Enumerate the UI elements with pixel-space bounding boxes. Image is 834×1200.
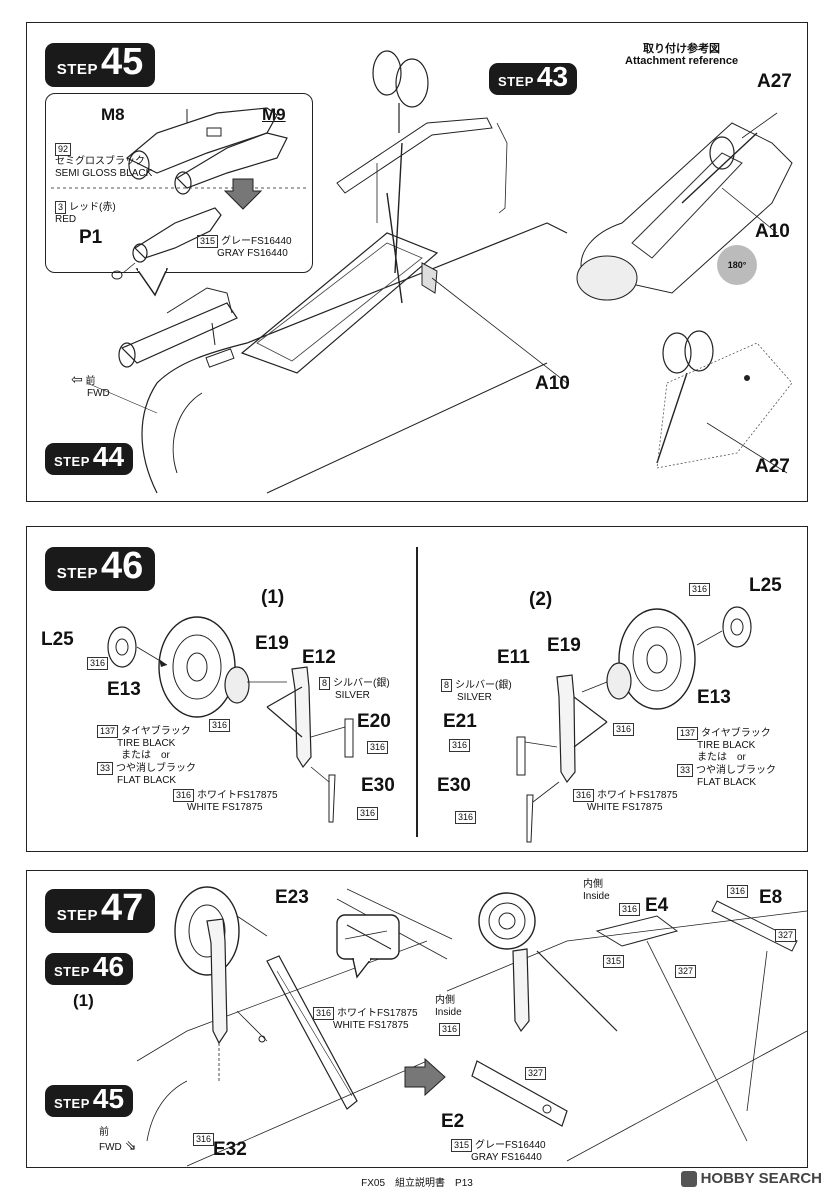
fwd-arrow-icon: ⇦ <box>71 371 83 387</box>
watermark-logo: HOBBY SEARCH <box>680 1170 822 1187</box>
part-label-m8: M8 <box>101 105 125 124</box>
part-label-l25-left: L25 <box>41 629 74 650</box>
attachment-reference-title: 取り付け参考図 Attachment reference <box>625 43 739 67</box>
forward-indicator: ⇦ 前 FWD <box>71 371 110 399</box>
next-state-arrow-icon <box>405 1059 445 1095</box>
part-label-m9: M9 <box>262 105 286 124</box>
part-label-e4: E4 <box>645 895 669 916</box>
paint-code-327-e4: 327 <box>675 965 697 978</box>
part-label-p1: P1 <box>79 227 103 248</box>
hobby-search-logo-icon <box>680 1170 697 1187</box>
part-label-e21: E21 <box>443 711 477 732</box>
paint-code-316-e19: 316 <box>209 719 231 732</box>
reference-view-top-drawing <box>572 93 802 313</box>
paint-note-92: 92 セミグロスブラック SEMI GLOSS BLACK <box>55 143 153 179</box>
inset-callout-tail <box>127 269 187 299</box>
part-label-e2: E2 <box>441 1111 465 1132</box>
paint-code-316-e2: 316 <box>439 1023 461 1036</box>
part-label-e13-right: E13 <box>697 687 731 708</box>
ref-label-a27-top: A27 <box>757 71 792 92</box>
dashed-divider <box>51 186 307 190</box>
part-label-l25-right: L25 <box>749 575 782 596</box>
fuselage-rear-drawing <box>27 23 587 503</box>
part-label-e19-right: E19 <box>547 635 581 656</box>
sub-label-2: (2) <box>529 589 553 610</box>
sub-label-1: (1) <box>261 587 285 608</box>
part-label-e30-right: E30 <box>437 775 471 796</box>
ref-label-a10: A10 <box>755 221 790 242</box>
main-wheel-assembly-left-drawing <box>97 607 397 847</box>
inside-label-e4: 内側 Inside <box>583 879 610 902</box>
fwd-arrow-icon: ⇘ <box>124 1137 137 1153</box>
main-wheel-assembly-right-drawing <box>457 597 777 847</box>
paint-code-315-e4: 315 <box>603 955 625 968</box>
detail-zoom-callout-drawing <box>327 879 457 989</box>
part-label-e11: E11 <box>497 647 530 668</box>
paint-code-316-e20: 316 <box>367 741 389 754</box>
part-label-e30-left: E30 <box>361 775 395 796</box>
paint-code-316-e30-right: 316 <box>455 811 477 824</box>
paint-code-316-l25-right: 316 <box>689 583 711 596</box>
part-label-e8: E8 <box>759 887 783 908</box>
paint-code-316-e21: 316 <box>449 739 471 752</box>
paint-code-316-e8: 316 <box>727 885 749 898</box>
vertical-divider <box>416 547 418 837</box>
detail-inset-box <box>45 93 313 273</box>
part-label-e20: E20 <box>357 711 391 732</box>
paint-code-316-e32: 316 <box>193 1133 215 1146</box>
rotate-180-badge: 180° <box>717 245 757 285</box>
ref-label-a27-bottom: A27 <box>755 456 790 477</box>
part-label-e32: E32 <box>213 1139 247 1160</box>
part-label-e19-left: E19 <box>255 633 289 654</box>
inside-label-e2: 内側 Inside <box>435 995 462 1018</box>
down-arrow-icon <box>225 179 261 209</box>
paint-code-316-e4: 316 <box>619 903 641 916</box>
afterburner-nozzle-halves-drawing <box>117 103 297 193</box>
paint-code-316-e30: 316 <box>357 807 379 820</box>
landing-gear-install-left-drawing <box>127 881 427 1166</box>
reference-view-bottom-drawing <box>627 303 797 473</box>
landing-gear-install-right-drawing <box>447 881 807 1166</box>
paint-code-316-e19-right: 316 <box>613 723 635 736</box>
forward-indicator-step47: 前 FWD ⇘ <box>99 1127 137 1153</box>
part-label-a10: A10 <box>535 373 570 394</box>
part-label-e13-left: E13 <box>107 679 141 700</box>
part-label-e23: E23 <box>275 887 309 908</box>
paint-code-327-e2: 327 <box>525 1067 547 1080</box>
page-footer: FX05 組立説明書 P13 <box>361 1178 473 1189</box>
paint-code-316-l25: 316 <box>87 657 109 670</box>
paint-code-327-e8: 327 <box>775 929 797 942</box>
step-46-sub-label: (1) <box>73 991 94 1010</box>
part-label-e12: E12 <box>302 647 336 668</box>
assembled-nozzle-drawing <box>115 193 225 258</box>
